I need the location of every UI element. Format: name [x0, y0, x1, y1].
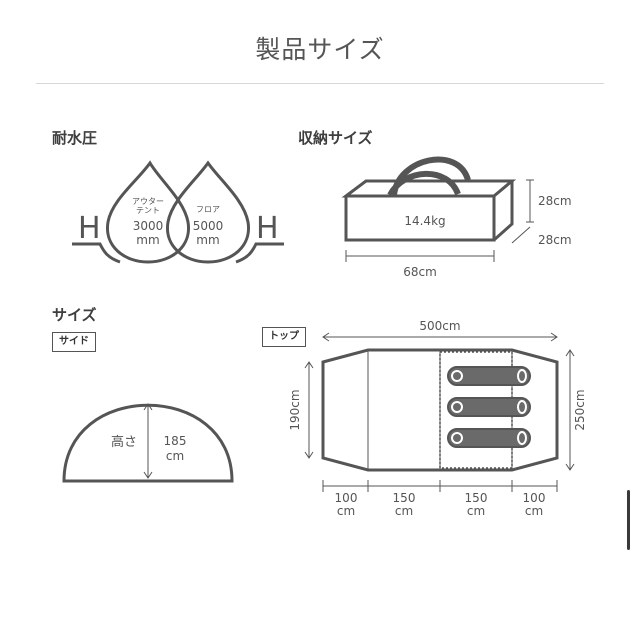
title-divider [36, 83, 604, 84]
seg4-unit: cm [525, 504, 543, 518]
scrollbar-thumb[interactable] [627, 490, 630, 550]
top-total-width: 250cm [573, 389, 587, 430]
outer-tent-unit: mm [136, 233, 159, 247]
side-height-label: 高さ [111, 434, 137, 450]
bag-width: 68cm [403, 265, 437, 279]
dome-outline [62, 403, 234, 483]
outer-tent-line2: テント [136, 206, 160, 215]
size-heading: サイズ [52, 306, 97, 324]
waterproof-heading: 耐水圧 [52, 129, 98, 147]
floor-unit: mm [196, 233, 219, 247]
side-height-unit: cm [166, 449, 184, 463]
storage-bag-diagram [341, 156, 534, 262]
seg4-value: 100 [523, 491, 546, 505]
page-title: 製品サイズ [255, 35, 385, 64]
h-right-letter: H [256, 211, 279, 246]
bag-height: 28cm [538, 194, 572, 208]
sleeping-bag-icon [447, 366, 531, 386]
bag-body [341, 179, 517, 242]
seg2-value: 150 [393, 491, 416, 505]
top-total-length: 500cm [419, 319, 460, 333]
seg3-unit: cm [467, 504, 485, 518]
side-view-tag: サイド [52, 332, 96, 352]
top-view-diagram [304, 332, 575, 492]
outer-tent-value: 3000 [133, 219, 164, 233]
seg2-unit: cm [395, 504, 413, 518]
storage-heading: 収納サイズ [298, 129, 373, 147]
side-view-diagram [62, 403, 234, 483]
top-view-tag: トップ [262, 327, 306, 347]
bag-handle-inner-icon [387, 170, 461, 197]
seg3-value: 150 [465, 491, 488, 505]
sleeping-bag-icon [447, 397, 531, 417]
seg1-value: 100 [335, 491, 358, 505]
bag-depth: 28cm [538, 233, 572, 247]
floor-label: フロア [196, 205, 220, 214]
outer-tent-line1: アウター [132, 197, 164, 206]
side-height-value: 185 [164, 434, 187, 448]
seg1-unit: cm [337, 504, 355, 518]
tent-outline [321, 348, 559, 472]
sleeping-bag-icon [447, 428, 531, 448]
water-drop-left-icon [106, 160, 190, 264]
floor-value: 5000 [193, 219, 224, 233]
h-left-letter: H [78, 211, 101, 246]
waterproof-diagram [72, 160, 284, 264]
sleeping-bags [447, 366, 531, 448]
water-surface-line [72, 242, 284, 264]
bag-weight: 14.4kg [404, 214, 445, 228]
top-inner-height: 190cm [288, 389, 302, 430]
water-drop-right-icon [166, 160, 250, 264]
